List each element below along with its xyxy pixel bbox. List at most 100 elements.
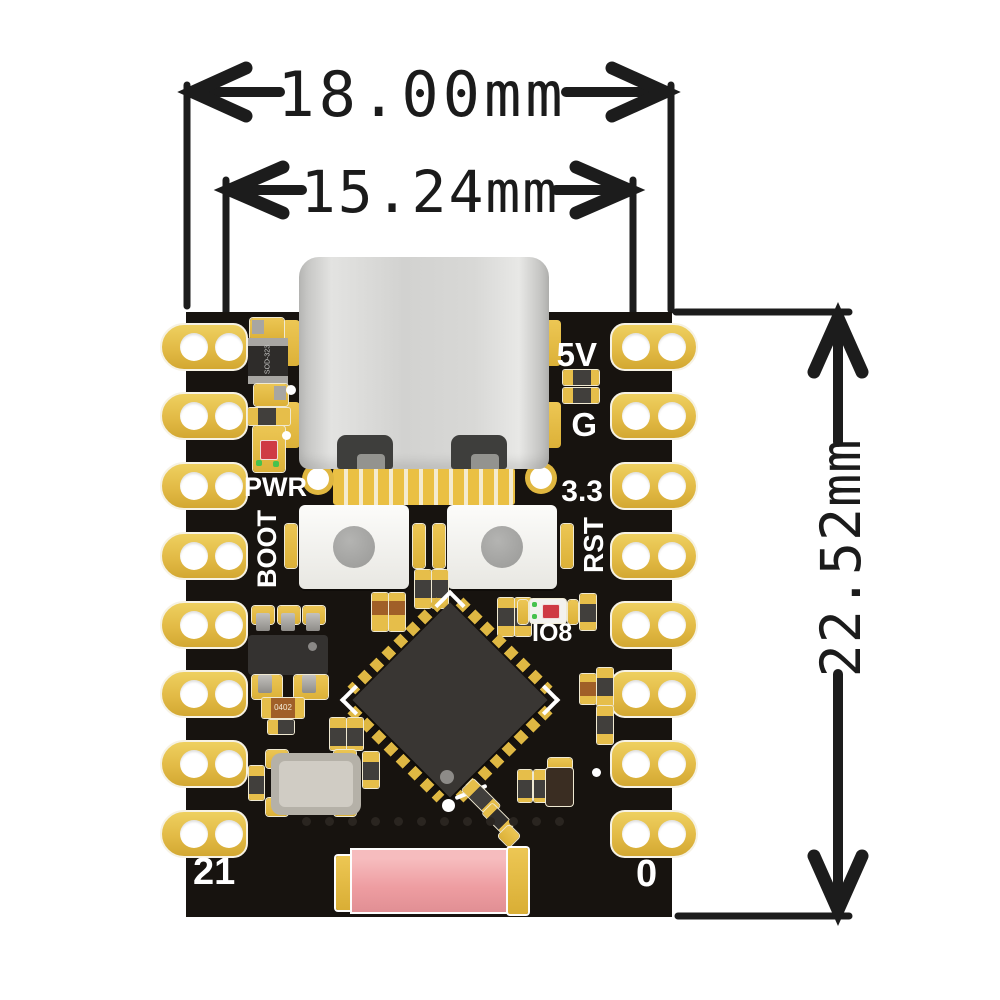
castellated-pin [610, 740, 698, 788]
smd-inductor [546, 768, 573, 806]
antenna-pad [336, 856, 352, 910]
smd-resistor [597, 668, 613, 706]
smd-pad [568, 600, 578, 624]
smd-resistor [268, 720, 294, 734]
via [282, 431, 291, 440]
usb-c-connector [299, 257, 549, 469]
pin-hole [622, 820, 650, 848]
pin-hole [215, 680, 243, 708]
via-dark [509, 817, 518, 826]
crystal-oscillator [271, 753, 361, 815]
sot23-leg [256, 613, 270, 631]
arrowhead-left [213, 160, 290, 220]
io8-led-die [542, 604, 560, 619]
arrowhead-right [605, 61, 681, 123]
sot23-leg [302, 675, 316, 693]
sot23-regulator [248, 635, 328, 675]
smd-resistor [597, 706, 613, 744]
label-boot: BOOT [252, 510, 282, 588]
pin-hole [180, 402, 208, 430]
via-dark [302, 817, 311, 826]
pin-hole [180, 333, 208, 361]
led-terminal-green [532, 602, 537, 607]
smd-pad [548, 758, 572, 770]
label-gnd: G [571, 406, 597, 443]
via-dark [348, 817, 357, 826]
label-3v3: 3.3 [561, 475, 603, 508]
label-pwr: PWR [244, 472, 307, 502]
smd-capacitor-0402: 0402 [262, 698, 304, 718]
castellated-pin [160, 323, 248, 371]
pin-hole [180, 611, 208, 639]
via-dark [463, 817, 472, 826]
pin-hole [215, 333, 243, 361]
smd-resistor [363, 752, 379, 788]
pin-hole [622, 542, 650, 570]
castellated-pin [160, 532, 248, 580]
via-dark [325, 817, 334, 826]
pin-hole [622, 333, 650, 361]
led-terminal-green [273, 461, 279, 467]
button-pad [561, 524, 573, 568]
pin-hole [658, 333, 686, 361]
pin-hole [658, 542, 686, 570]
via-dark [486, 817, 495, 826]
castellated-pin [610, 323, 698, 371]
via [592, 768, 601, 777]
antenna-body [352, 850, 508, 912]
pin-hole [215, 611, 243, 639]
sot23-pin1-marker [308, 642, 317, 651]
arrowhead-right [569, 160, 646, 220]
via [286, 385, 296, 395]
silkscreen-corner-mark [529, 684, 561, 716]
height-dimension-label: 22.52mm [809, 438, 873, 678]
castellated-pin [610, 670, 698, 718]
pin-hole [180, 472, 208, 500]
castellated-pin [160, 810, 248, 858]
smd-resistor [248, 408, 290, 425]
castellated-pin [160, 601, 248, 649]
smd-terminal [274, 386, 286, 400]
usb-contact-pads [333, 468, 515, 505]
sod-323-diode: SOD-323 [248, 338, 288, 384]
sot23-leg [258, 675, 272, 693]
pin-hole [215, 750, 243, 778]
smd-resistor [563, 388, 599, 403]
smd-terminal [252, 320, 264, 334]
label-5v: 5V [556, 336, 597, 373]
pin-hole [180, 820, 208, 848]
via [442, 799, 455, 812]
smd-capacitor [580, 674, 596, 704]
led-terminal-green [256, 460, 262, 466]
button-pad [433, 524, 445, 568]
via-dark [394, 817, 403, 826]
io8-led [530, 599, 566, 623]
diode-marking: SOD-323 [264, 344, 272, 375]
smd-resistor [347, 718, 363, 750]
arrowhead-down [807, 849, 869, 927]
inner-width-dimension-label: 15.24mm [300, 158, 560, 226]
smd-capacitor [389, 593, 405, 631]
button-pad [285, 524, 297, 568]
via-dark [532, 817, 541, 826]
outer-width-dimension-label: 18.00mm [277, 58, 567, 131]
pin-hole [622, 680, 650, 708]
castellated-pin [610, 601, 698, 649]
label-io8: IO8 [532, 619, 573, 647]
smd-resistor [249, 766, 264, 800]
pin-hole [622, 750, 650, 778]
pin-hole [180, 680, 208, 708]
smd-resistor [563, 370, 599, 385]
via-dark [440, 817, 449, 826]
label-pin21: 21 [193, 851, 236, 893]
castellated-pin [610, 462, 698, 510]
smd-resistor [415, 570, 431, 608]
led-terminal-green [532, 614, 537, 619]
pin-hole [180, 542, 208, 570]
via-dark [417, 817, 426, 826]
pin-hole [658, 820, 686, 848]
sot23-leg [306, 613, 320, 631]
castellated-pin [160, 392, 248, 440]
pin-hole [180, 750, 208, 778]
